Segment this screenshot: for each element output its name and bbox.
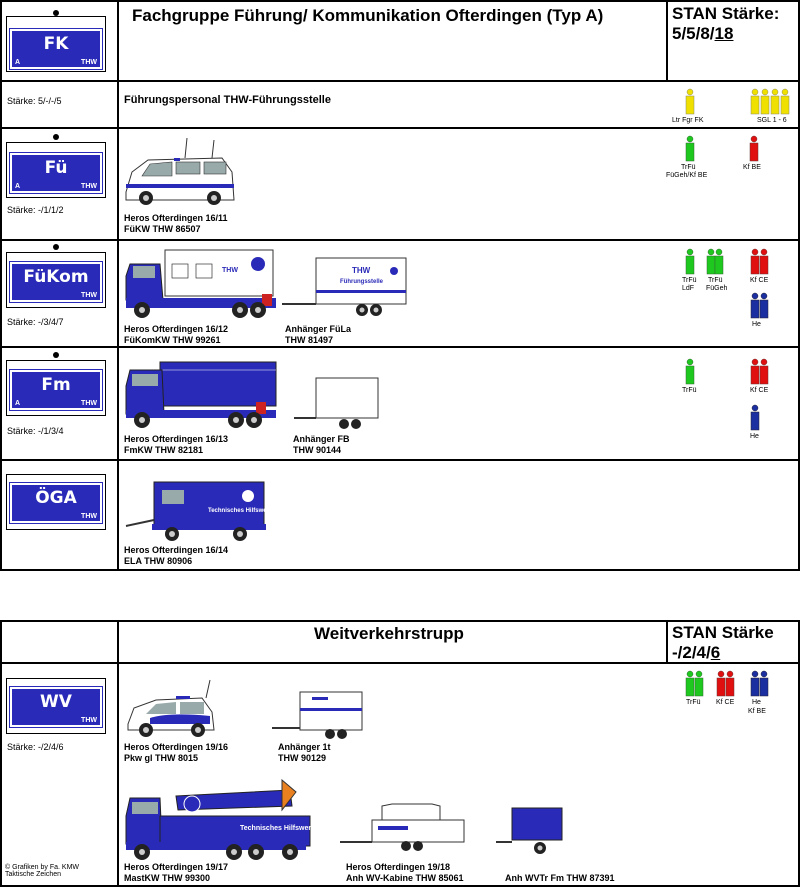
divider (666, 620, 668, 664)
stan-strength-wv: STAN Stärke -/2/4/6 (672, 623, 774, 663)
stan-label: STAN Stärke (672, 623, 774, 642)
divider (0, 346, 800, 348)
person-figures-fue (685, 135, 759, 162)
org-table-section1 (0, 0, 800, 571)
tag-hole (53, 244, 59, 250)
person-figures-fuekom (685, 248, 769, 319)
person-label: FüGeh/Kf BE (666, 172, 708, 179)
person-label: TrFü (682, 387, 697, 394)
divider (117, 663, 119, 887)
person-label: Kf BE (743, 164, 761, 171)
person-label: Ltr Fgr FK (672, 117, 704, 124)
person-label: He (752, 699, 761, 706)
vehicles-section1: THW THW Führungsstelle (125, 88, 790, 541)
person-label: LdF (682, 285, 695, 292)
stan-strength: STAN Stärke: 5/5/8/18 (672, 4, 779, 44)
divider (0, 662, 800, 664)
mastkw-text: Technisches Hilfswerk (240, 825, 315, 832)
vehicles-section2: Technisches Hilfswerk (125, 670, 769, 860)
tag-hole (53, 352, 59, 358)
vehicle-wvtr-fm (496, 807, 563, 854)
divider (0, 459, 800, 461)
vehicle-trailer-1t (272, 691, 363, 739)
divider (117, 128, 119, 571)
tactical-sign-fue: Fü A THW (9, 152, 103, 194)
person-figures-fm (685, 358, 769, 431)
vehicle-ela: Technisches Hilfswerk (125, 481, 273, 541)
person-label: TrFü (686, 699, 701, 706)
person-figures-fuehrung (685, 88, 790, 115)
person-label: He (750, 433, 759, 440)
caption-pkw: Heros Ofterdingen 19/16 Pkw gl THW 8015 (124, 742, 229, 763)
ela-text: Technisches Hilfswerk (208, 508, 273, 514)
trailer-fuehrungsstelle-text: Führungsstelle (340, 279, 384, 285)
person-label: Kf CE (750, 387, 769, 394)
vehicle-trailer-fb (294, 377, 379, 429)
truck-thw-text: THW (222, 267, 238, 274)
tactical-sign-fk: FK A THW (9, 28, 103, 70)
caption-ela: Heros Ofterdingen 16/14 ELA THW 80906 (124, 545, 229, 566)
tag-hole (53, 134, 59, 140)
caption-wvtr-fm: Anh WVTr Fm THW 87391 (505, 873, 615, 883)
divider (0, 239, 800, 241)
row-label-fuehrung: Führungspersonal THW-Führungsstelle (124, 94, 331, 106)
stan-value: -/2/4/6 (672, 643, 721, 662)
divider (117, 0, 119, 128)
strength-fm: Stärke: -/1/3/4 (7, 426, 64, 436)
caption-trailer-fuela: Anhänger FüLa THW 81497 (285, 324, 352, 345)
caption-fuekw: Heros Ofterdingen 16/11 FüKW THW 86507 (124, 213, 228, 234)
divider (117, 620, 119, 664)
person-label: TrFü (682, 277, 697, 284)
caption-trailer-fb: Anhänger FB THW 90144 (293, 434, 350, 455)
divider (666, 0, 668, 81)
stan-label: STAN Stärke: (672, 4, 780, 23)
trailer-thw-text: THW (352, 266, 371, 275)
vehicle-fuekomkw: THW (125, 249, 276, 318)
tactical-sign-oega: ÖGA THW (9, 482, 103, 524)
person-label: FüGeh (706, 285, 728, 292)
divider (0, 80, 800, 82)
person-figures-wv (685, 670, 769, 697)
person-label: He (752, 321, 761, 328)
tactical-sign-wv: WV THW (9, 686, 103, 728)
credit: © Grafiken by Fa. KMW Taktische Zeichen (5, 864, 80, 878)
org-table-section2 (0, 620, 800, 887)
caption-mastkw: Heros Ofterdingen 19/17 MastKW THW 99300 (124, 862, 229, 883)
strength-fuehrung: Stärke: 5/-/-/5 (7, 96, 62, 106)
caption-fmkw: Heros Ofterdingen 16/13 FmKW THW 82181 (124, 434, 229, 455)
person-label: Kf CE (716, 699, 735, 706)
person-label: Kf BE (748, 708, 766, 715)
section2-title: Weitverkehrstrupp (314, 624, 464, 643)
vehicle-mastkw: Technisches Hilfswerk (125, 778, 315, 860)
stan-value: 5/5/8/18 (672, 24, 734, 43)
page-title: Fachgruppe Führung/ Kommunikation Ofterd… (132, 6, 604, 25)
person-label: TrFü (681, 164, 696, 171)
strength-fue: Stärke: -/1/1/2 (7, 205, 64, 215)
caption-fuekomkw: Heros Ofterdingen 16/12 FüKomKW THW 9926… (124, 324, 229, 345)
caption-anh1t: Anhänger 1t THW 90129 (278, 742, 331, 763)
vehicle-pkw (127, 679, 215, 737)
tag-hole (53, 10, 59, 16)
person-label: TrFü (708, 277, 723, 284)
divider (0, 127, 800, 129)
caption-wv-kabine: Heros Ofterdingen 19/18 Anh WV-Kabine TH… (346, 862, 464, 883)
tactical-sign-fm: Fm A THW (9, 369, 103, 411)
tactical-sign-fuekom: FüKom THW (9, 261, 103, 303)
vehicle-fuekw (125, 137, 235, 205)
strength-fuekom: Stärke: -/3/4/7 (7, 317, 64, 327)
vehicle-fmkw (125, 361, 277, 428)
vehicle-wv-kabine (340, 803, 465, 851)
person-label: Kf CE (750, 277, 769, 284)
person-label: SGL 1 - 6 (757, 117, 787, 124)
vehicle-trailer-fuela: THW Führungsstelle (282, 257, 407, 316)
strength-wv: Stärke: -/2/4/6 (7, 742, 64, 752)
